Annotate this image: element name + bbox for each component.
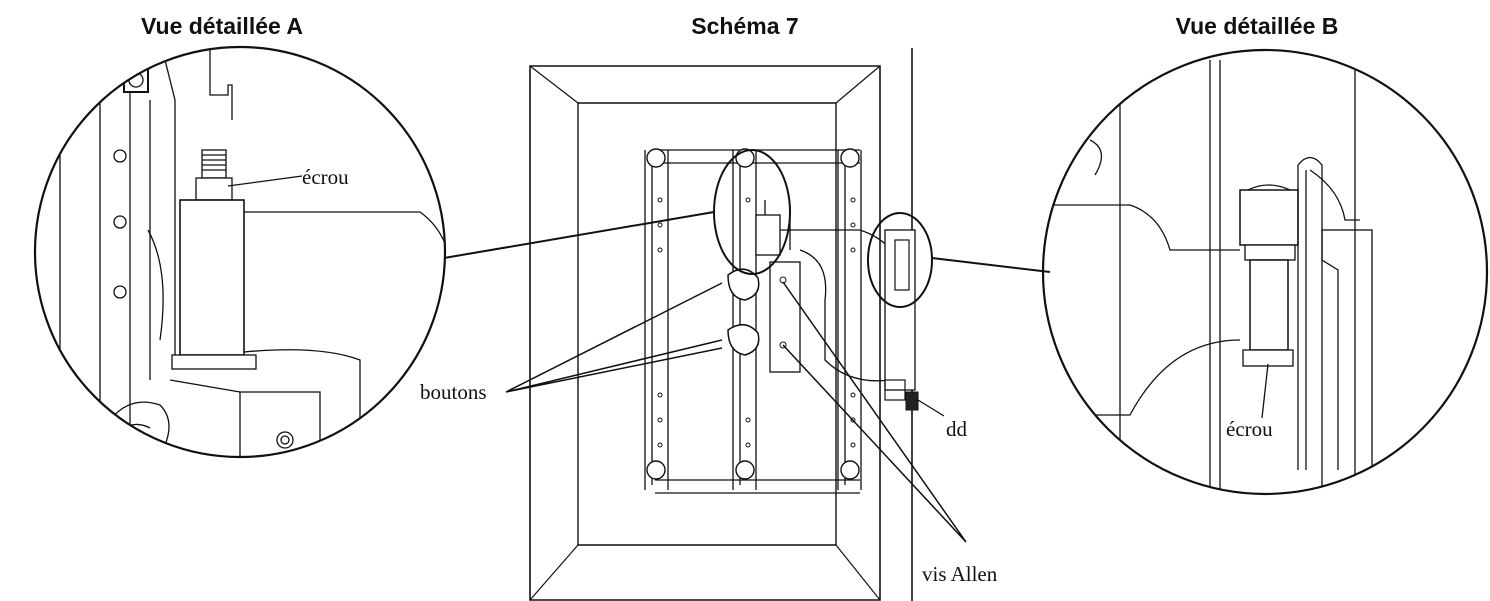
detail-view-a-title: Vue détaillée A: [141, 13, 303, 39]
callout-nut-b: écrou: [1226, 363, 1273, 441]
leader-a: [443, 211, 715, 259]
callout-dd: dd: [917, 399, 968, 441]
callout-allen-screws: vis Allen: [782, 281, 998, 586]
callout-knobs: boutons: [420, 282, 723, 404]
detail-view-a: [33, 45, 447, 459]
diagram-title: Schéma 7: [691, 13, 798, 39]
label-nut-b: écrou: [1226, 417, 1273, 441]
detail-view-b: [1041, 48, 1489, 496]
label-knobs: boutons: [420, 380, 487, 404]
main-schematic: [529, 48, 933, 601]
detail-view-b-title: Vue détaillée B: [1176, 13, 1339, 39]
label-nut-a: écrou: [302, 165, 349, 189]
label-allen-screws: vis Allen: [922, 562, 998, 586]
callout-nut-a: écrou: [227, 165, 349, 189]
leader-b: [931, 257, 1051, 273]
label-dd: dd: [946, 417, 968, 441]
